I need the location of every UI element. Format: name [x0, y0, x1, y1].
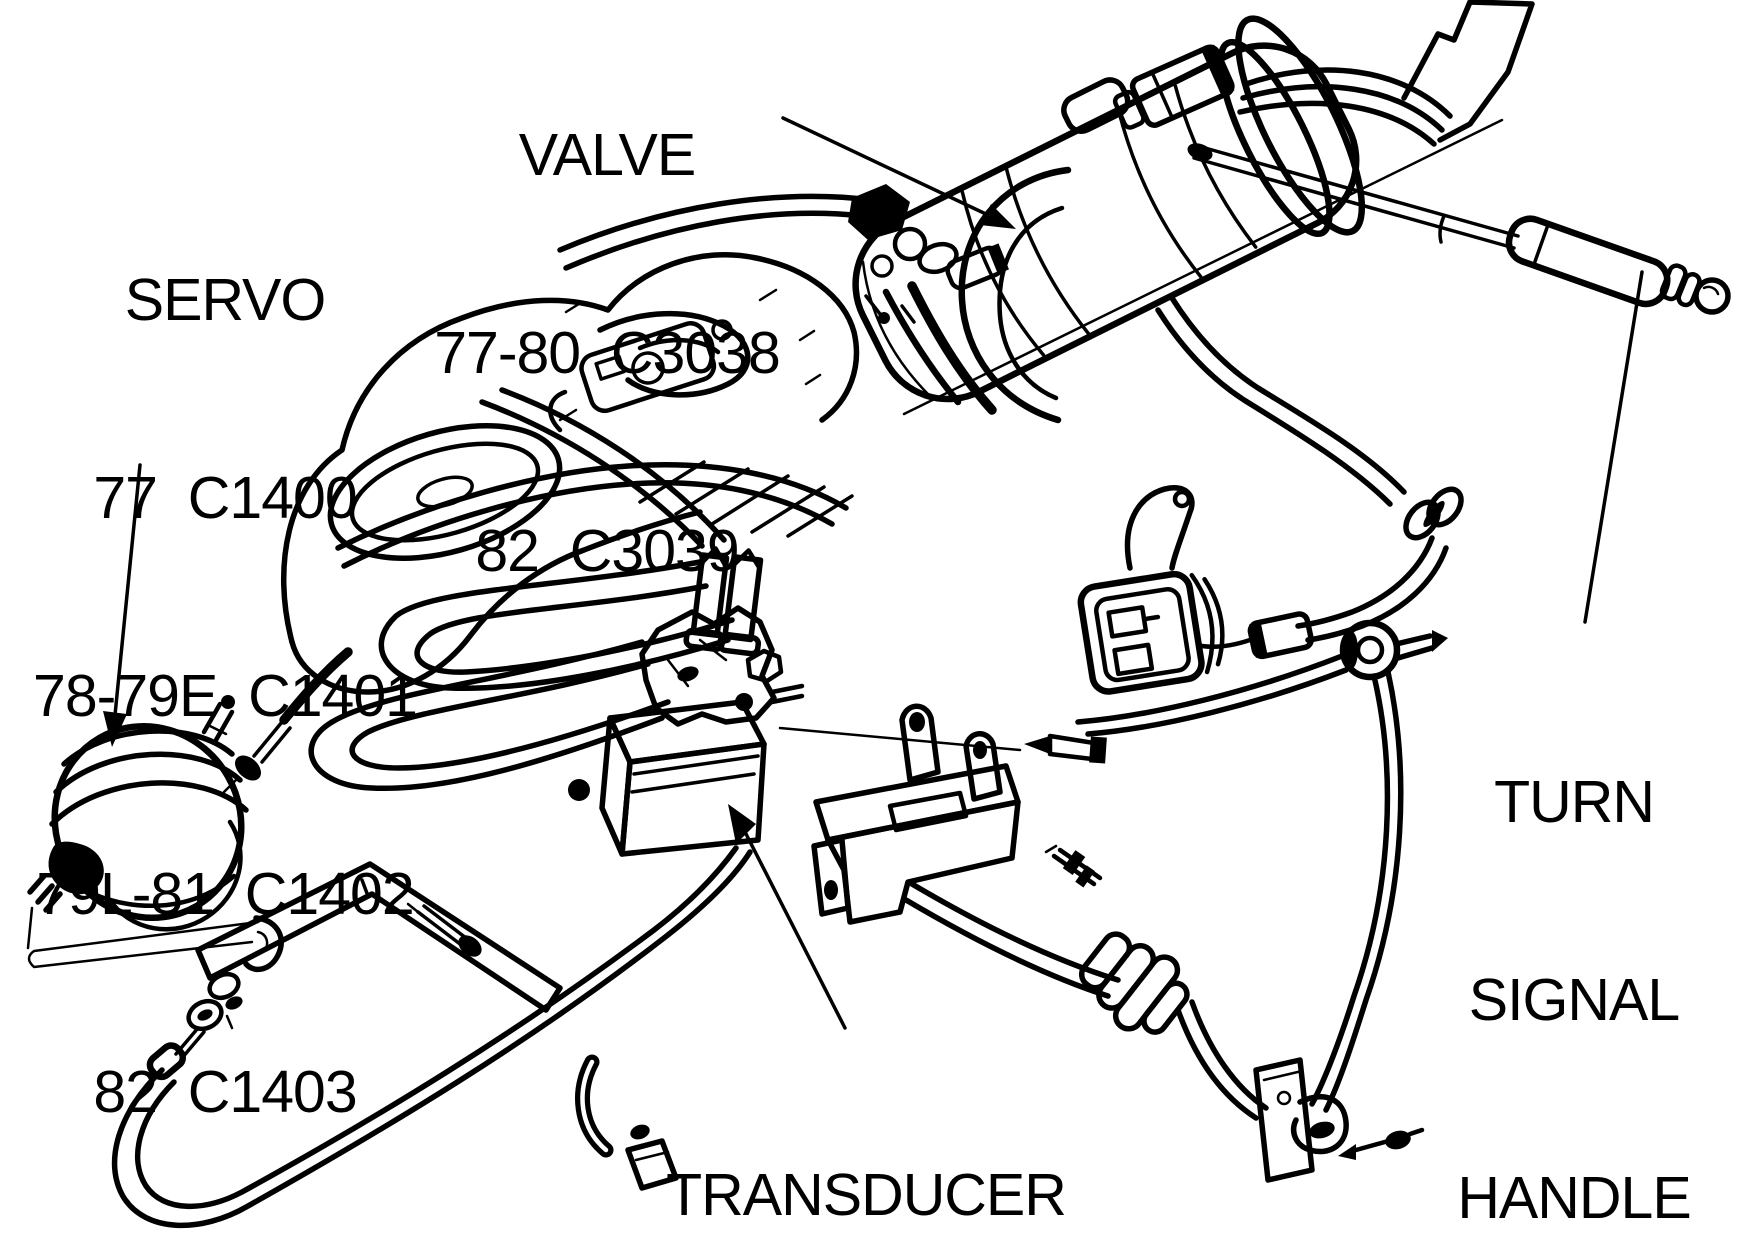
hose-to-transducer: [479, 399, 705, 549]
module-arm: [1124, 485, 1195, 571]
vacuum-hoses: [335, 193, 875, 569]
servo-label-line: 78-79E C1401: [33, 663, 418, 729]
column-boot: [958, 166, 1072, 424]
shift-rod-line: [902, 118, 1504, 416]
column-flare-ring: [1217, 38, 1333, 238]
transducer-label-title: TRANSDUCER: [666, 1162, 1067, 1228]
turn-signal-label: TURN SIGNAL HANDLE w/CRUISE: [1394, 637, 1742, 1238]
servo-nipple: [201, 701, 235, 743]
valve-assembly: [848, 166, 1072, 424]
servo-label-line: 77 C1400: [93, 465, 357, 531]
firewall-grommet: [1339, 619, 1401, 681]
cruise-servo: [26, 695, 249, 950]
servo-arrow: [103, 463, 142, 747]
transducer: [308, 546, 805, 857]
servo-label-line: 82 C1403: [93, 1059, 357, 1125]
stalk-grip: [1505, 215, 1671, 308]
turn-signal-label-line: TURN: [1494, 769, 1655, 835]
transducer-arrow: [728, 804, 847, 1030]
link-rod: [27, 920, 260, 969]
servo-linkage: [27, 861, 563, 1081]
valve-label: VALVE 77-80 C3038 82 C3039: [392, 0, 822, 716]
engine-cable: [279, 647, 353, 725]
valve-label-line: 82 C3039: [475, 518, 739, 584]
mounting-bracket: [778, 703, 1107, 925]
ribbed-boot: [1078, 931, 1190, 1035]
cable-clamp: [1290, 1094, 1349, 1155]
servo-label-line: 79L-81 C1402: [36, 861, 414, 927]
bead-chain-loop: [111, 845, 753, 1229]
cable-wrap-loop: [378, 559, 731, 691]
turn-signal-handle: [1187, 143, 1731, 315]
column-connector: [1112, 44, 1453, 147]
amplifier-module: [1077, 485, 1225, 695]
transducer-flange: [639, 605, 777, 727]
module-body: [1077, 570, 1205, 695]
servo-fitting: [48, 841, 104, 895]
column-mount-plate: [1401, 0, 1535, 143]
stalk-knob: [1693, 277, 1731, 315]
valve-arrow: [781, 116, 1016, 229]
mount-strap: [195, 861, 563, 1013]
valve-label-title: VALVE: [518, 122, 696, 188]
engine-assembly: [222, 252, 860, 794]
turn-signal-label-line: HANDLE: [1457, 1165, 1691, 1231]
strap-screw: [416, 904, 468, 946]
servo-label-title: SERVO: [124, 267, 327, 333]
transducer-label: TRANSDUCER 77-80 C1421 81-82 C1424: [651, 1030, 1081, 1238]
leader-lines: [103, 116, 1644, 1030]
turn-signal-label-line: SIGNAL: [1468, 967, 1680, 1033]
wiring-harness: [1155, 295, 1464, 660]
valve-label-line: 77-80 C3038: [434, 320, 781, 386]
steering-column: [852, 0, 1535, 416]
stalk-shaft: [1192, 144, 1520, 250]
harness-connector: [1247, 611, 1314, 660]
anchor-plate: [1253, 1057, 1315, 1183]
servo-label: SERVO 77 C1400 78-79E C1401 79L-81 C1402…: [10, 135, 440, 1238]
air-cleaner: [327, 423, 563, 561]
grommet-cable: [1075, 619, 1448, 1113]
lower-right-cable: [903, 844, 1425, 1183]
turn-signal-leader: [1583, 270, 1644, 624]
engine-outline: [281, 252, 860, 645]
